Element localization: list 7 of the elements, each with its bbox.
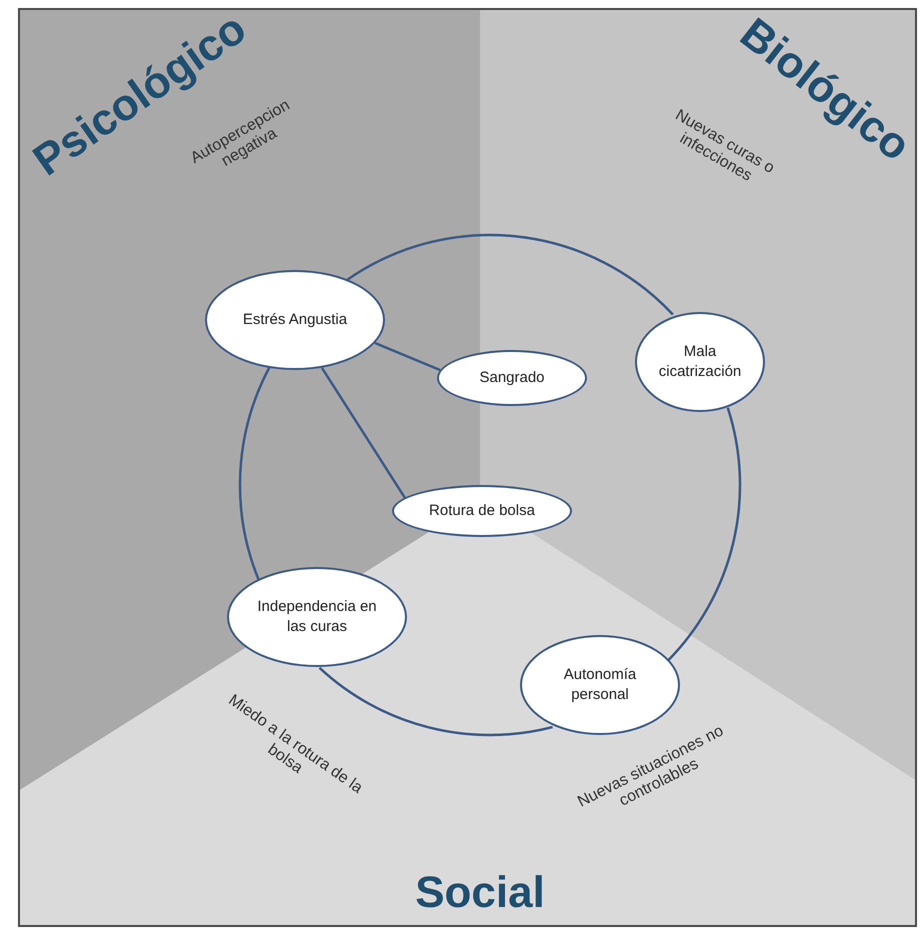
connector-line [320, 367, 406, 499]
connector-line [318, 666, 553, 736]
connector-line [374, 342, 440, 372]
connector-line [667, 407, 741, 662]
connector-line [238, 367, 270, 582]
region-title: Social [415, 868, 545, 918]
connector-line [346, 234, 674, 316]
